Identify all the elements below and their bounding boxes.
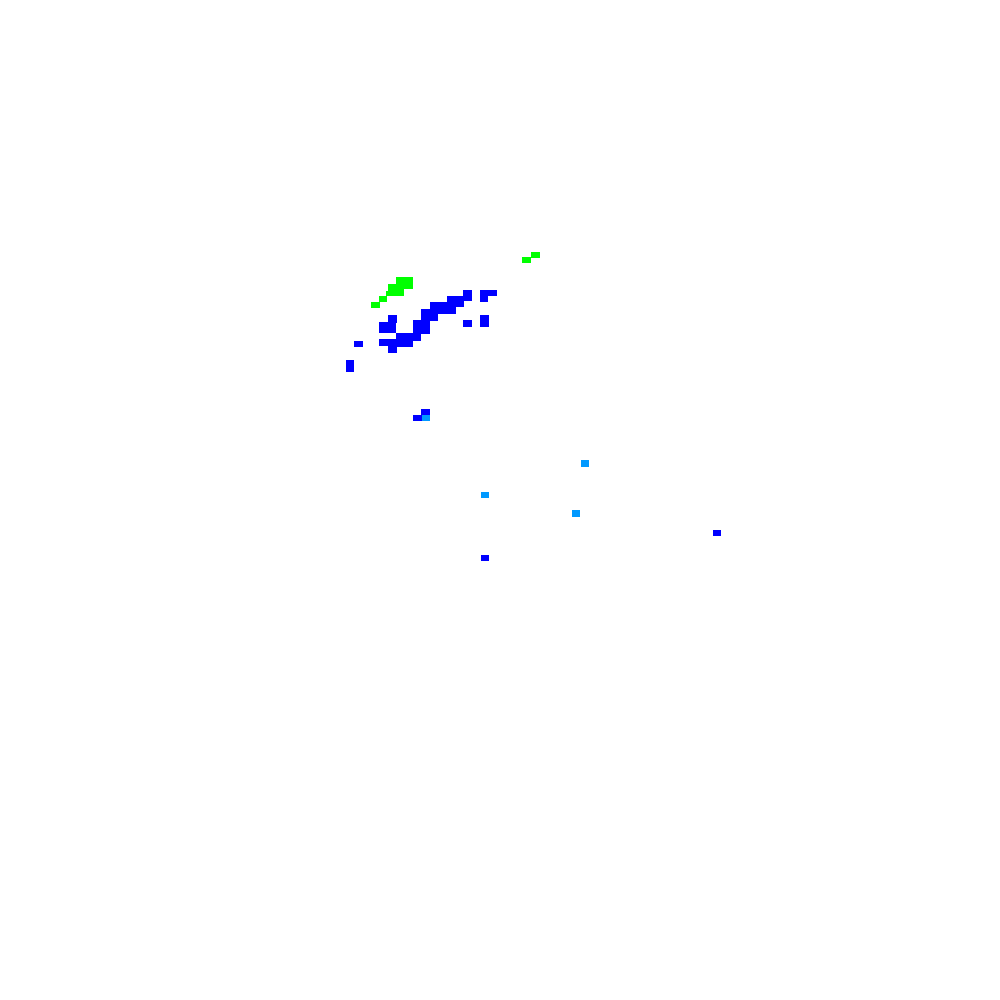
light-blue-precip-cell — [422, 415, 430, 421]
blue-precip-cell — [481, 555, 489, 561]
blue-precip-cell — [396, 339, 413, 347]
blue-precip-cell — [413, 415, 422, 421]
blue-precip-cell — [421, 309, 438, 321]
green-precip-cell — [371, 302, 380, 308]
blue-precip-cell — [480, 295, 488, 302]
blue-precip-cell — [388, 315, 397, 323]
blue-precip-cell — [447, 296, 464, 307]
precipitation-cells-layer — [346, 252, 721, 561]
blue-precip-cell — [713, 530, 721, 536]
green-precip-cell — [386, 291, 396, 296]
blue-precip-cell — [396, 333, 421, 341]
green-precip-cell — [531, 252, 540, 258]
blue-precip-cell — [421, 409, 430, 416]
blue-precip-cell — [379, 339, 397, 346]
light-blue-precip-cell — [581, 460, 589, 467]
blue-precip-cell — [346, 360, 354, 372]
blue-precip-cell — [388, 345, 397, 353]
green-precip-cell — [379, 296, 387, 302]
blue-precip-cell — [463, 320, 472, 327]
blue-precip-cell — [480, 290, 497, 296]
blue-precip-cell — [463, 290, 472, 301]
blue-precip-cell — [480, 315, 489, 327]
light-blue-precip-cell — [481, 492, 489, 498]
green-precip-cell — [522, 257, 531, 263]
blue-precip-cell — [354, 341, 363, 347]
blue-precip-cell — [379, 322, 396, 333]
blue-precip-cell — [413, 320, 430, 334]
light-blue-precip-cell — [572, 510, 580, 517]
